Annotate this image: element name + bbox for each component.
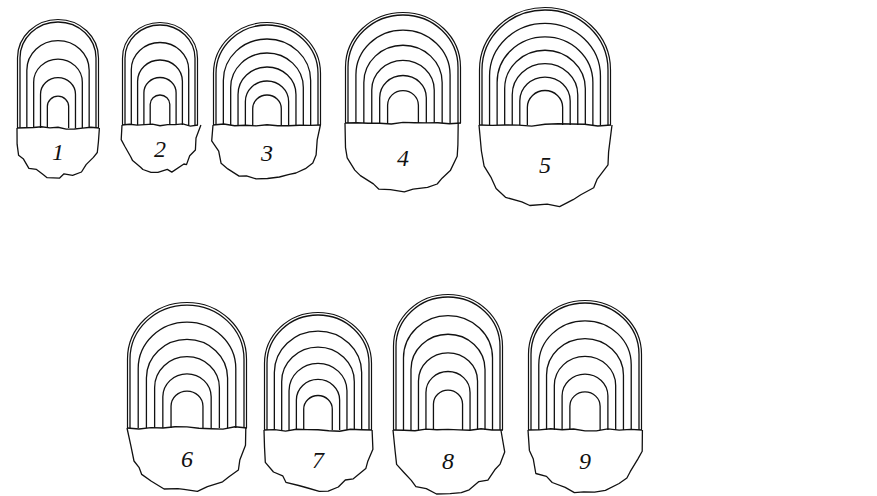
lower-fragment (528, 430, 642, 493)
growth-ring (163, 374, 211, 428)
section-base-line (479, 124, 611, 126)
growth-ring (372, 60, 434, 123)
growth-ring (562, 374, 608, 430)
growth-ring (426, 371, 470, 430)
growth-ring (131, 42, 188, 125)
outer-edge (214, 22, 321, 125)
growth-ring (497, 37, 593, 125)
growth-ring (27, 41, 89, 128)
growth-ring (138, 60, 183, 125)
figure-number: 4 (397, 146, 409, 170)
growth-ring (520, 77, 570, 125)
lower-fragment (17, 128, 99, 178)
outer-edge (480, 8, 611, 126)
growth-ring (539, 321, 631, 430)
growth-ring (146, 339, 227, 428)
outer-edge (123, 23, 198, 126)
growth-ring (570, 392, 600, 430)
growth-ring (512, 64, 578, 125)
growth-ring (231, 53, 304, 125)
growth-ring (296, 379, 339, 430)
growth-ring (41, 78, 76, 128)
section-base-line (345, 122, 461, 124)
growth-ring (490, 23, 601, 125)
growth-ring (138, 322, 236, 428)
growth-ring (403, 316, 492, 430)
growth-ring (482, 10, 608, 125)
lower-fragment (127, 428, 246, 491)
growth-ring (245, 81, 288, 125)
figure-number: 2 (154, 137, 166, 161)
growth-ring (304, 396, 333, 430)
growth-ring (267, 315, 369, 430)
outer-edge (394, 295, 503, 430)
growth-ring (348, 15, 458, 123)
growth-ring (505, 50, 586, 125)
growth-ring (144, 77, 176, 125)
outer-edge (529, 300, 642, 430)
lower-fragment (479, 125, 612, 207)
outer-edge (18, 19, 99, 128)
growth-ring (34, 59, 83, 128)
growth-ring (238, 67, 296, 125)
growth-ring (411, 334, 485, 430)
section-base-line (264, 429, 372, 431)
figure-number: 1 (52, 140, 64, 164)
growth-ring (274, 331, 361, 430)
lower-fragment (345, 123, 458, 192)
outer-edge (346, 12, 461, 123)
figure-number: 8 (442, 449, 454, 473)
growth-ring (388, 91, 419, 123)
growth-ring (253, 95, 282, 125)
growth-ring (531, 303, 639, 430)
growth-ring (130, 305, 244, 428)
growth-ring (125, 25, 195, 125)
section-base-line (393, 429, 503, 431)
growth-ring (282, 347, 355, 430)
lower-fragment (212, 125, 321, 179)
growth-ring (547, 339, 624, 430)
outer-edge (128, 303, 247, 429)
growth-ring (433, 390, 462, 430)
section-base-line (127, 427, 247, 429)
lower-fragment (121, 125, 201, 172)
growth-ring (289, 363, 347, 430)
growth-ring (150, 95, 170, 125)
figure-number: 3 (261, 141, 273, 165)
growth-ring (527, 90, 562, 125)
section-base-line (213, 124, 321, 126)
growth-ring (418, 353, 477, 430)
growth-ring (380, 75, 427, 123)
growth-ring (223, 39, 310, 125)
figure-number: 9 (579, 449, 591, 473)
section-base-line (122, 124, 198, 126)
growth-ring (554, 356, 615, 430)
growth-ring (20, 22, 96, 128)
figure-number: 7 (312, 448, 324, 472)
growth-ring (216, 25, 318, 125)
figure-number: 5 (539, 153, 551, 177)
section-base-line (528, 429, 642, 431)
lower-fragment (264, 430, 373, 491)
growth-ring (364, 45, 442, 123)
figure-number: 6 (181, 447, 193, 471)
outer-edge (265, 313, 372, 431)
growth-ring (47, 96, 68, 128)
lower-fragment (393, 430, 505, 494)
growth-ring (356, 30, 450, 123)
growth-ring (171, 391, 203, 428)
section-base-line (17, 127, 99, 129)
growth-ring (396, 297, 500, 430)
growth-ring (155, 357, 220, 428)
